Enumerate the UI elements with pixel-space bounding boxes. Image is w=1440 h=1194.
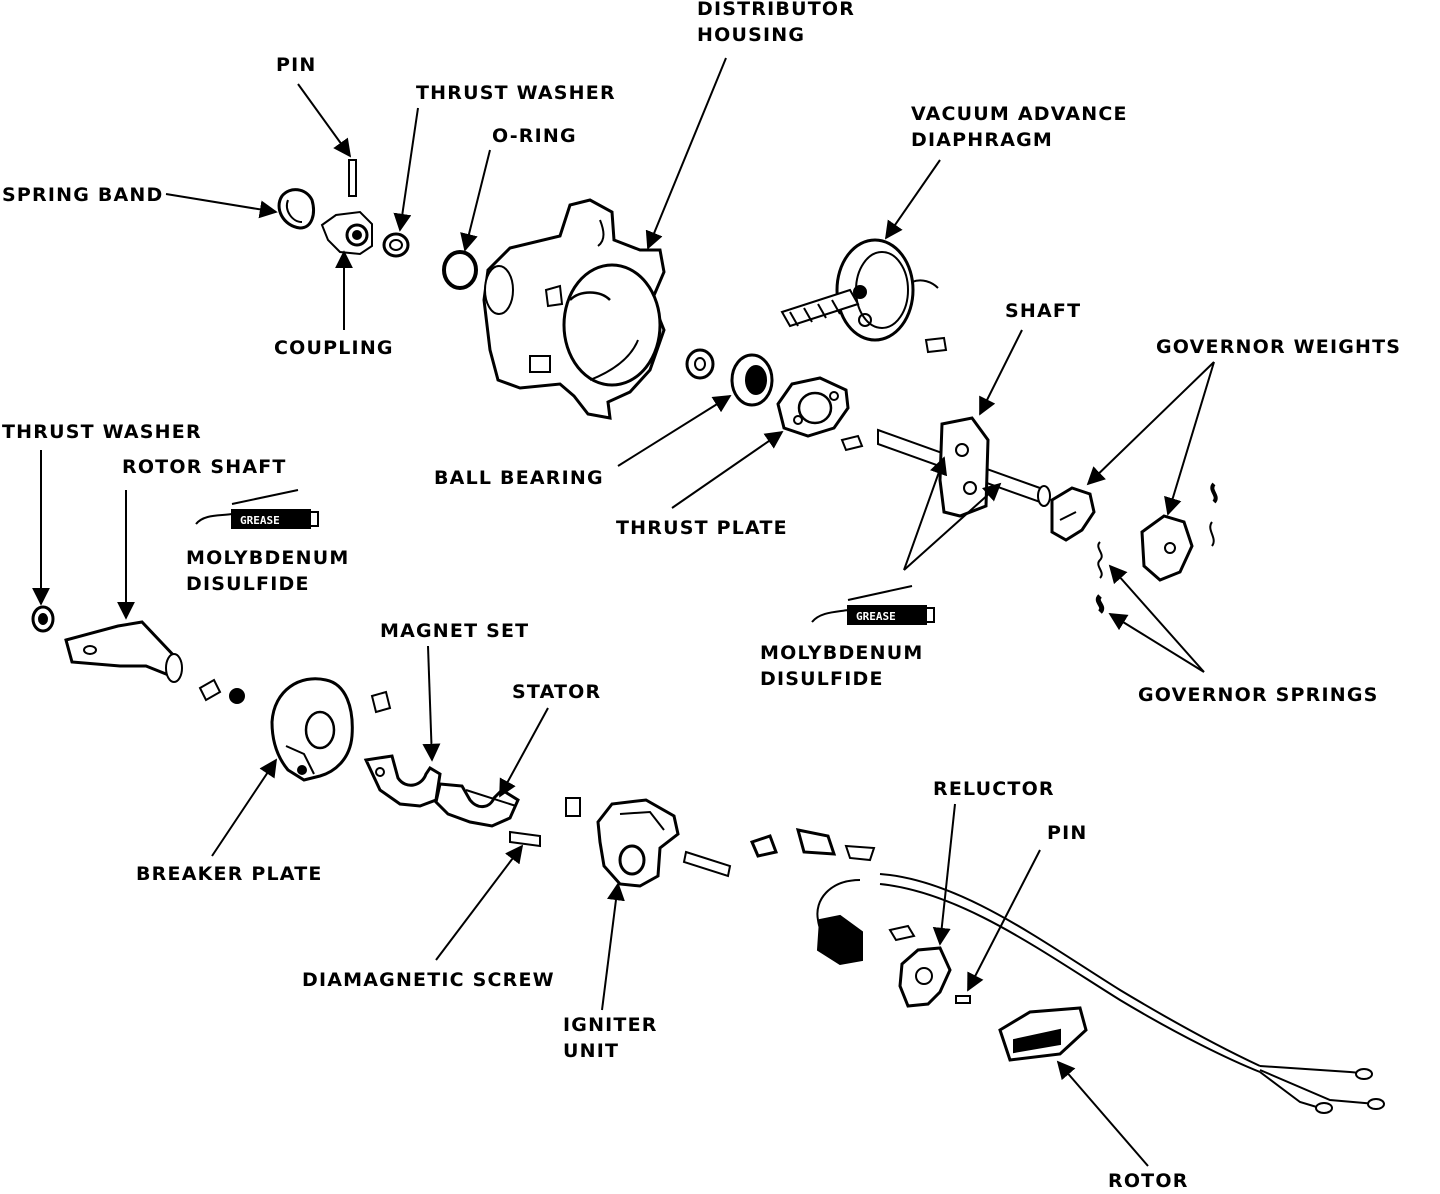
magnet-set-part <box>363 754 442 808</box>
arrow-rotor <box>1056 1060 1149 1167</box>
arrow-governor-springs-b <box>1108 613 1205 673</box>
label-stator: STATOR <box>512 681 602 703</box>
igniter-screw-part <box>682 850 732 878</box>
arrow-o-ring <box>460 149 491 252</box>
coupling-part <box>320 210 373 256</box>
spring-band-part <box>277 188 315 230</box>
ball-bearing-part <box>685 348 774 407</box>
arrow-diamagnetic-screw <box>435 844 524 961</box>
nut-part <box>198 678 392 714</box>
arrow-pin-bottom <box>967 849 1041 992</box>
arrow-magnet-set <box>422 645 441 762</box>
arrow-moly-right-a <box>903 456 948 571</box>
rotor-part <box>998 1006 1088 1062</box>
arrow-thrust-plate <box>671 430 784 509</box>
thrust-washer-left-part <box>31 605 55 633</box>
arrow-igniter-unit <box>601 882 625 1011</box>
label-diamagnetic-screw: DIAMAGNETIC SCREW <box>302 969 555 991</box>
grease-tube-left <box>195 489 319 529</box>
label-breaker-plate: BREAKER PLATE <box>136 863 323 885</box>
label-ball-bearing: BALL BEARING <box>434 467 604 489</box>
diamagnetic-screw-part <box>509 830 541 848</box>
arrow-reluctor <box>932 803 956 946</box>
label-rotor-shaft: ROTOR SHAFT <box>122 456 287 478</box>
governor-weight-part <box>1050 486 1194 582</box>
wiring-harness-part <box>749 828 1385 1114</box>
label-pin-top: PIN <box>276 54 317 76</box>
arrow-ball-bearing <box>617 395 732 467</box>
thrust-washer-part <box>382 232 410 258</box>
arrow-vacuum-advance <box>884 159 941 240</box>
arrow-thrust-washer-top <box>393 107 419 232</box>
thrust-plate-part <box>776 376 850 438</box>
arrow-breaker-plate <box>211 758 277 857</box>
label-governor-springs: GOVERNOR SPRINGS <box>1138 684 1379 706</box>
reluctor-part <box>898 946 952 1008</box>
label-magnet-set: MAGNET SET <box>380 620 530 642</box>
label-coupling: COUPLING <box>274 337 394 359</box>
arrow-governor-weights-b <box>1164 361 1215 516</box>
label-thrust-washer-left: THRUST WASHER <box>2 421 202 443</box>
stator-part <box>434 782 520 828</box>
arrow-pin-top <box>297 83 352 158</box>
arrow-moly-right-b <box>903 482 1002 571</box>
label-o-ring: O-RING <box>492 125 577 147</box>
label-thrust-plate: THRUST PLATE <box>616 517 788 539</box>
label-pin-bottom: PIN <box>1047 822 1088 844</box>
o-ring-part <box>442 250 478 290</box>
label-rotor: ROTOR <box>1108 1170 1189 1192</box>
arrow-stator <box>499 707 549 798</box>
shaft-part <box>877 416 1051 518</box>
label-shaft: SHAFT <box>1005 300 1082 322</box>
vacuum-advance-diaphragm-part <box>780 238 939 342</box>
grease-label-left: GREASE <box>240 514 280 527</box>
distributor-housing-part <box>482 198 666 420</box>
thrust-plate-screw-part <box>840 434 864 452</box>
arrow-governor-springs-a <box>1108 564 1205 673</box>
igniter-unit-part <box>565 797 680 888</box>
pin-bottom-part <box>955 995 971 1004</box>
arrow-spring-band <box>165 193 278 219</box>
arrow-shaft <box>979 329 1023 416</box>
arrow-governor-weights-a <box>1086 361 1215 486</box>
arrow-distributor-housing <box>645 57 727 250</box>
grease-tube-right <box>811 585 935 625</box>
label-spring-band: SPRING BAND <box>2 184 164 206</box>
grease-label-right: GREASE <box>856 610 896 623</box>
label-thrust-washer-top: THRUST WASHER <box>416 82 616 104</box>
label-governor-weights: GOVERNOR WEIGHTS <box>1156 336 1402 358</box>
breaker-plate-part <box>270 677 354 782</box>
rotor-shaft-part <box>64 620 183 683</box>
small-screw-part <box>924 336 948 354</box>
governor-spring-part <box>1095 482 1218 614</box>
pin-part <box>348 159 357 197</box>
label-reluctor: RELUCTOR <box>933 778 1055 800</box>
